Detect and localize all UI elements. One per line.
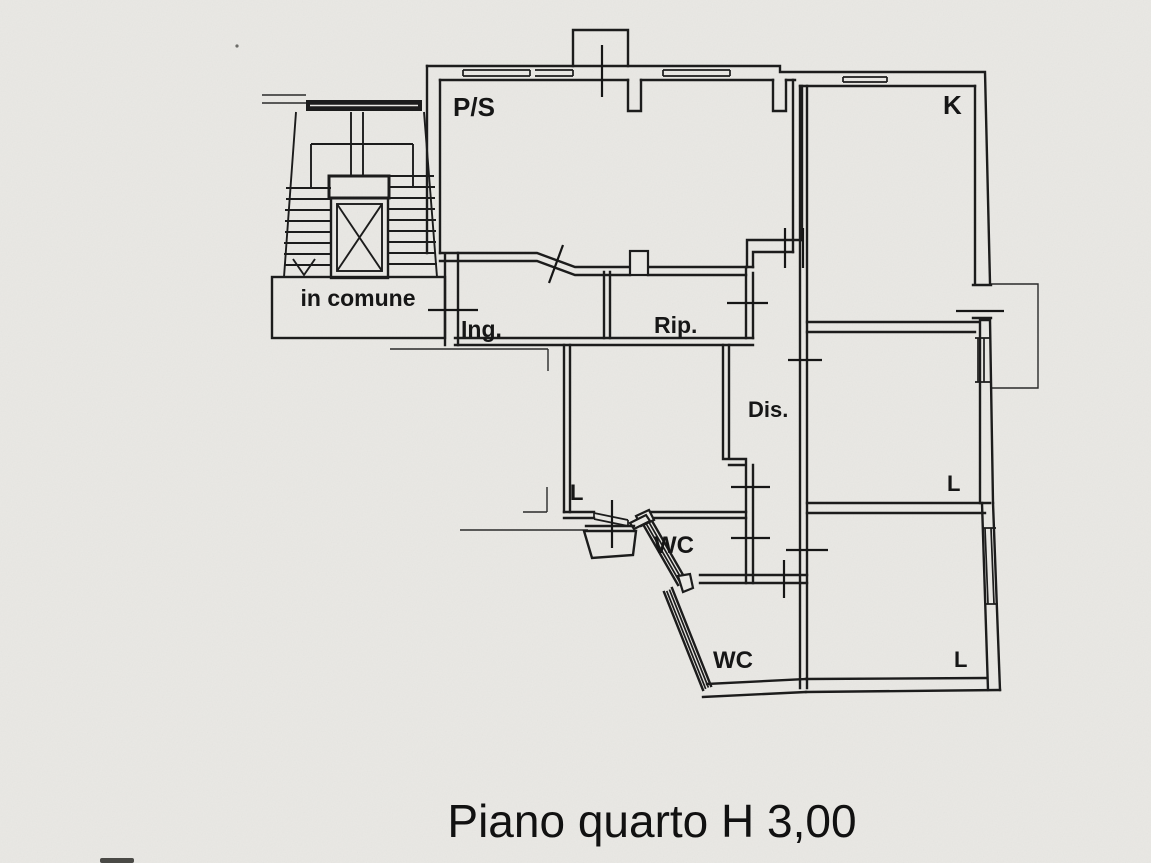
- room-label-l-right-upper: L: [947, 471, 960, 496]
- neighbor-outline-lines: [262, 94, 1039, 531]
- room-label-wc-lower: WC: [713, 647, 753, 674]
- diagonal-wall-block: [676, 572, 695, 594]
- wall-pillar: [628, 249, 650, 277]
- room-label-k: K: [943, 90, 962, 120]
- balcony-outline: [991, 283, 1039, 389]
- room-label-rip: Rip.: [654, 312, 697, 338]
- stair-steps-right: [388, 175, 437, 265]
- walls: [425, 28, 1002, 699]
- door-tick-marks: [428, 45, 1004, 598]
- wall-piers: [626, 78, 788, 113]
- stair-steps-left: [284, 187, 331, 266]
- stair-direction-arrow: [292, 258, 316, 277]
- room-label-l-living: L: [570, 480, 583, 505]
- room-label-ing: Ing.: [461, 316, 502, 342]
- room-label-in-comune: in comune: [300, 285, 415, 311]
- room-label-wc-upper: WC: [654, 532, 694, 559]
- room-label-l-right-lower: L: [954, 647, 967, 672]
- roof-projection: [571, 28, 630, 68]
- room-label-dis: Dis.: [748, 397, 788, 422]
- plan-caption: Piano quarto H 3,00: [447, 795, 856, 847]
- scan-artifacts: [100, 44, 239, 863]
- room-labels: P/S K in comune Ing. Rip. Dis. L WC WC L…: [300, 90, 967, 674]
- room-label-ps: P/S: [453, 92, 495, 122]
